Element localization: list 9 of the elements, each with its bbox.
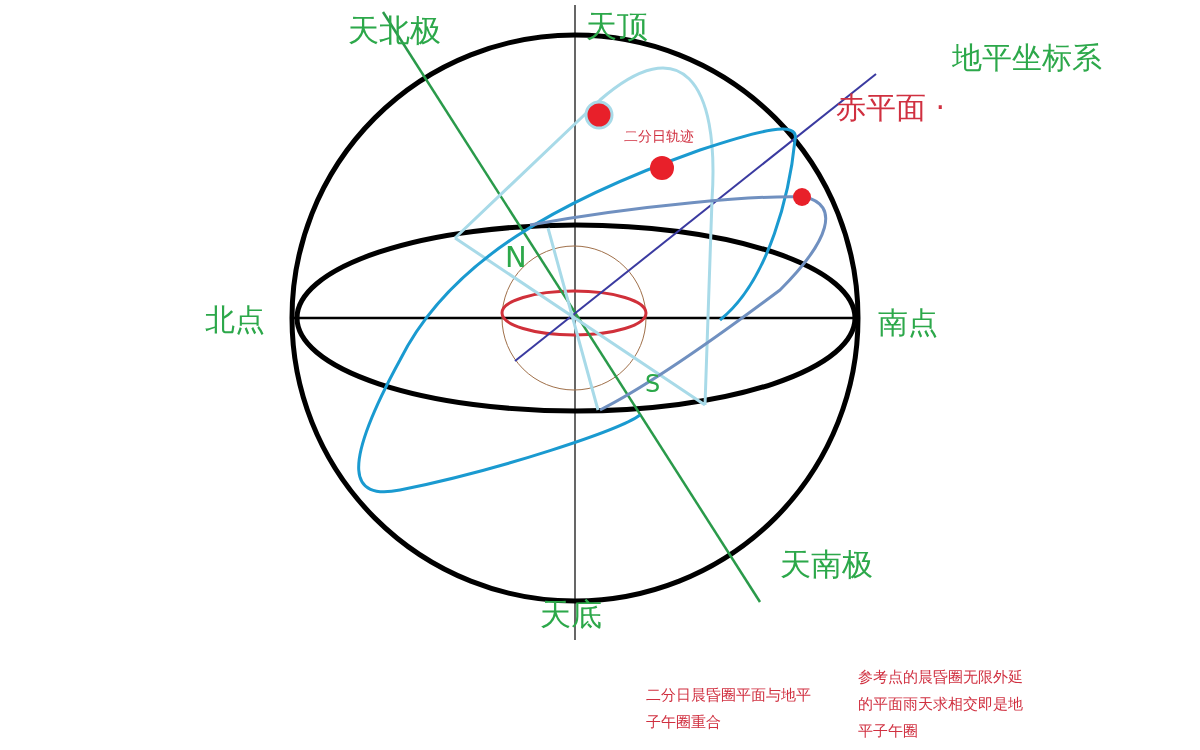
point-label: N <box>505 240 527 275</box>
orbit-label: 二分日轨迹 <box>624 128 694 145</box>
point-label: 北点 <box>205 302 265 338</box>
point-label: 南点 <box>878 305 938 341</box>
note-text: 参考点的晨昏圈无限外延的平面雨天求相交即是地平子午圈 <box>858 667 1024 742</box>
note-text: 二分日晨昏圈平面与地平子午圈重合 <box>646 685 812 733</box>
pole-label: 天南极 <box>780 546 873 584</box>
system-label: 地平坐标系 <box>952 40 1102 76</box>
plane-label: 赤平面 · <box>836 90 946 126</box>
